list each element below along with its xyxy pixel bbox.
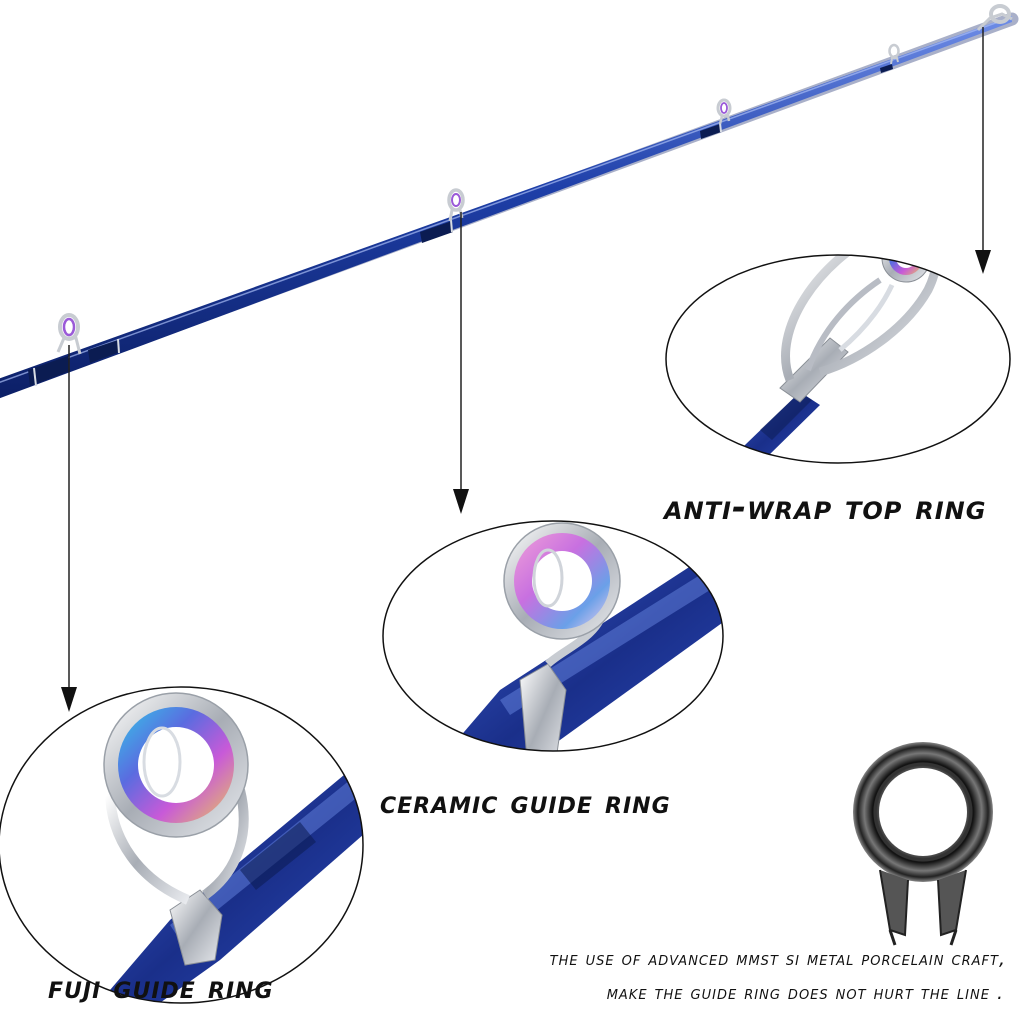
- arrow-top-ring: [975, 27, 991, 274]
- description-line-1: The use of advanced MMST SI metal porcel…: [549, 948, 1006, 970]
- description-line-2: make The guide ring does not hurt the li…: [606, 982, 1004, 1004]
- anti-wrap-top-ring-label: Anti-wrap top ring: [664, 488, 987, 528]
- arrow-ceramic: [453, 212, 469, 514]
- callout-ceramic-guide-ring: [382, 520, 724, 752]
- rod-guide-1: [56, 313, 82, 355]
- callout-anti-wrap-top-ring: [665, 254, 1011, 464]
- rod-guide-4: [888, 43, 900, 65]
- ceramic-guide-ring-label: Ceramic guide ring: [380, 783, 671, 821]
- arrow-fuji: [61, 345, 77, 712]
- fishing-rod: [0, 12, 1019, 399]
- rod-guide-3: [716, 98, 732, 125]
- callout-fuji-guide-ring: [0, 686, 364, 1004]
- fuji-guide-ring-label: Fuji guide ring: [48, 968, 274, 1006]
- guide-ring-cross-section: [853, 742, 993, 946]
- rod-tip-top: [976, 4, 1013, 32]
